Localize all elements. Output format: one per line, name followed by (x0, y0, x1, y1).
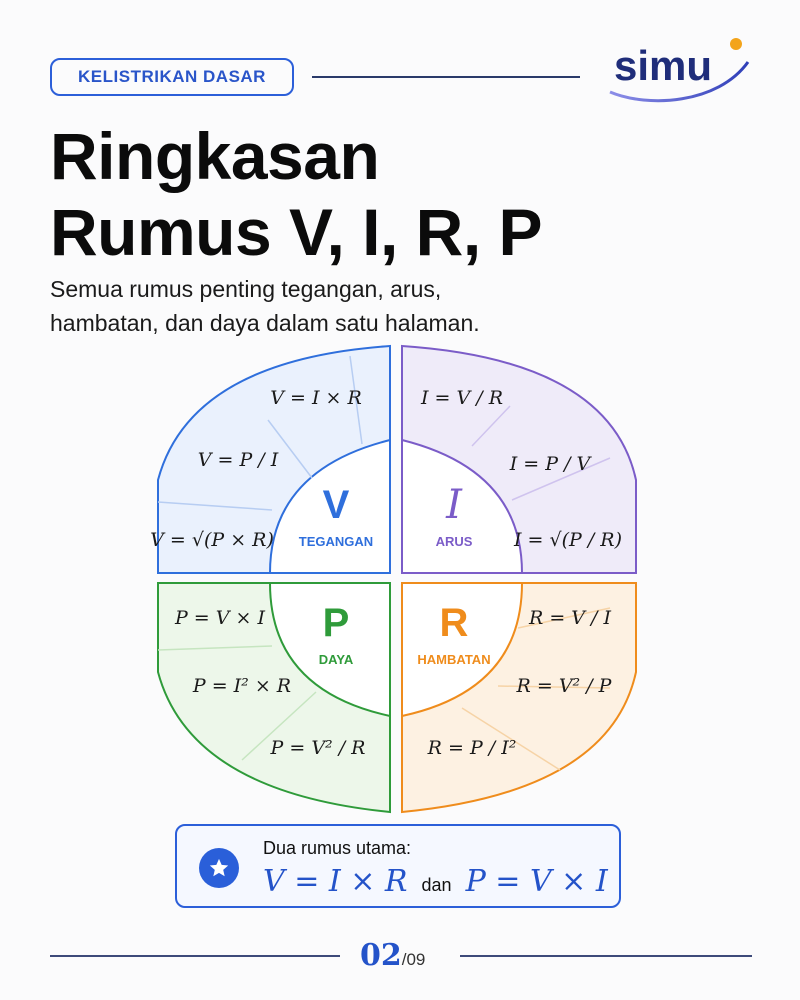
formula-v-2: V = P / I (198, 449, 279, 471)
svg-text:simu: simu (614, 42, 712, 89)
page-indicator: 02 /09 (360, 938, 425, 973)
key-formulas-box: Dua rumus utama: V = I × R dan P = V × I (175, 824, 621, 908)
formula-i-2: I = P / V (509, 453, 593, 475)
v-symbol: V (323, 483, 350, 527)
key-formula-connector: dan (421, 875, 452, 895)
p-label: DAYA (319, 652, 354, 667)
formula-wheel: V TEGANGAN I ARUS P DAYA R HAMBATAN V = … (150, 344, 637, 814)
formula-r-3: R = P / I² (427, 737, 517, 759)
key-formula-1: V = I × R (263, 864, 408, 899)
page-subtitle: Semua rumus penting tegangan, arus, hamb… (50, 272, 610, 340)
footer-divider-left (50, 955, 340, 957)
formula-i-1: I = V / R (420, 387, 503, 409)
formula-i-3: I = √(P / R) (513, 529, 622, 551)
key-formulas-row: V = I × R dan P = V × I (263, 864, 608, 899)
p-symbol: P (323, 601, 350, 645)
r-label: HAMBATAN (417, 652, 490, 667)
page-total: /09 (401, 950, 426, 969)
formula-v-3: V = √(P × R) (150, 529, 274, 551)
title-line-2: Rumus V, I, R, P (50, 195, 543, 269)
formula-r-1: R = V / I (528, 607, 612, 629)
subtitle-line-1: Semua rumus penting tegangan, arus, (50, 276, 442, 302)
i-label: ARUS (436, 534, 473, 549)
page-title: Ringkasan Rumus V, I, R, P (50, 118, 543, 270)
key-formulas-title: Dua rumus utama: (263, 838, 412, 858)
formula-p-3: P = V² / R (270, 737, 366, 759)
v-label: TEGANGAN (299, 534, 373, 549)
quadrant-v (157, 344, 391, 574)
key-formula-2: P = V × I (465, 864, 608, 899)
quadrant-i (401, 344, 637, 574)
footer-divider-right (460, 955, 752, 957)
i-symbol: I (445, 482, 463, 528)
page-current: 02 (360, 938, 402, 973)
simu-logo: simu (609, 38, 750, 103)
formula-p-2: P = I² × R (192, 675, 291, 697)
title-line-1: Ringkasan (50, 119, 380, 193)
formula-v-1: V = I × R (270, 387, 362, 409)
formula-p-1: P = V × I (174, 607, 266, 629)
star-icon (199, 848, 239, 888)
formula-r-2: R = V² / P (516, 675, 613, 697)
r-symbol: R (440, 601, 469, 645)
quadrant-p (157, 582, 391, 814)
subtitle-line-2: hambatan, dan daya dalam satu halaman. (50, 310, 480, 336)
header-divider (312, 76, 580, 78)
quadrant-r (401, 582, 637, 814)
category-tag: KELISTRIKAN DASAR (50, 58, 294, 96)
